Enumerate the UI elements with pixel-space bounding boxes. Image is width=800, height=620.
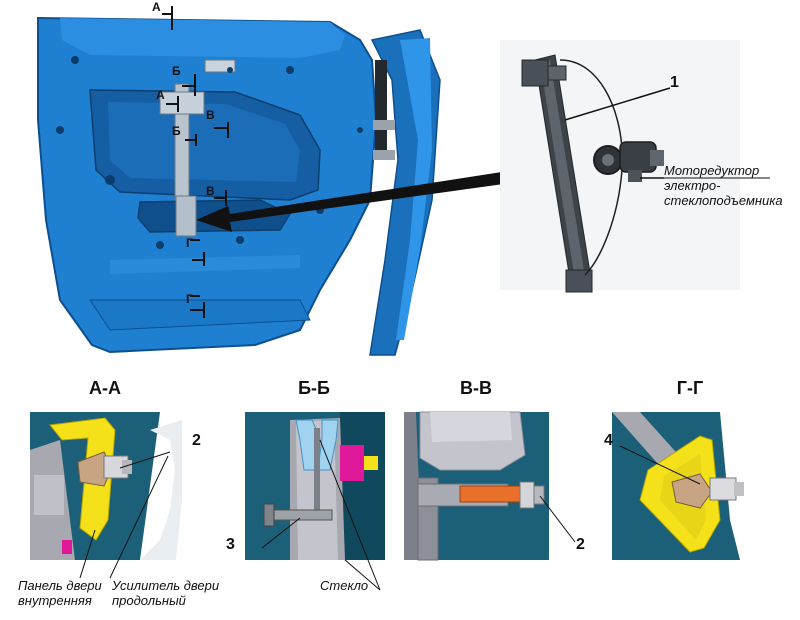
motor-caption-line2: электро- xyxy=(664,178,721,193)
section-marks xyxy=(162,6,229,318)
motor-caption-line1: Моторедуктор xyxy=(664,163,760,178)
mark-g-upper: Г xyxy=(186,236,193,250)
mark-g-lower: Г xyxy=(186,292,193,306)
section-bb-view xyxy=(245,412,385,591)
mark-a-mid: А xyxy=(156,88,165,102)
panel-caption-line1: Панель двери xyxy=(18,578,102,593)
callout-4: 4 xyxy=(604,432,613,449)
panel-caption-line2: внутренняя xyxy=(18,593,92,608)
reinforcement-caption-line1: Усилитель двери xyxy=(112,578,220,593)
reinforcement-caption: Усилитель двери продольный xyxy=(112,578,219,608)
mark-v-lower: В xyxy=(206,184,215,198)
callout-2-vv: 2 xyxy=(576,536,585,553)
glass-caption: Стекло xyxy=(320,578,369,593)
section-aa-view xyxy=(30,412,182,579)
callout-2-aa: 2 xyxy=(192,432,201,449)
reinforcement-caption-line2: продольный xyxy=(112,593,186,608)
section-title-gg: Г-Г xyxy=(676,378,704,398)
panel-caption: Панель двери внутренняя xyxy=(18,578,102,608)
section-gg-view xyxy=(612,412,767,560)
mark-b-mid: Б xyxy=(172,124,181,138)
motor-caption: Моторедуктор электро- стеклоподъемника xyxy=(664,163,783,208)
section-title-bb: Б-Б xyxy=(298,378,330,398)
mark-a-top: А xyxy=(152,0,161,14)
callout-3: 3 xyxy=(226,536,235,553)
mark-b-upper: Б xyxy=(172,64,181,78)
pointer-arrow xyxy=(196,170,518,232)
mark-v-upper: В xyxy=(206,108,215,122)
section-title-vv: В-В xyxy=(460,378,492,398)
section-title-aa: А-А xyxy=(89,378,121,398)
callout-1: 1 xyxy=(670,74,679,91)
window-regulator xyxy=(500,40,770,293)
motor-caption-line3: стеклоподъемника xyxy=(664,193,783,208)
section-vv-view xyxy=(404,411,576,561)
